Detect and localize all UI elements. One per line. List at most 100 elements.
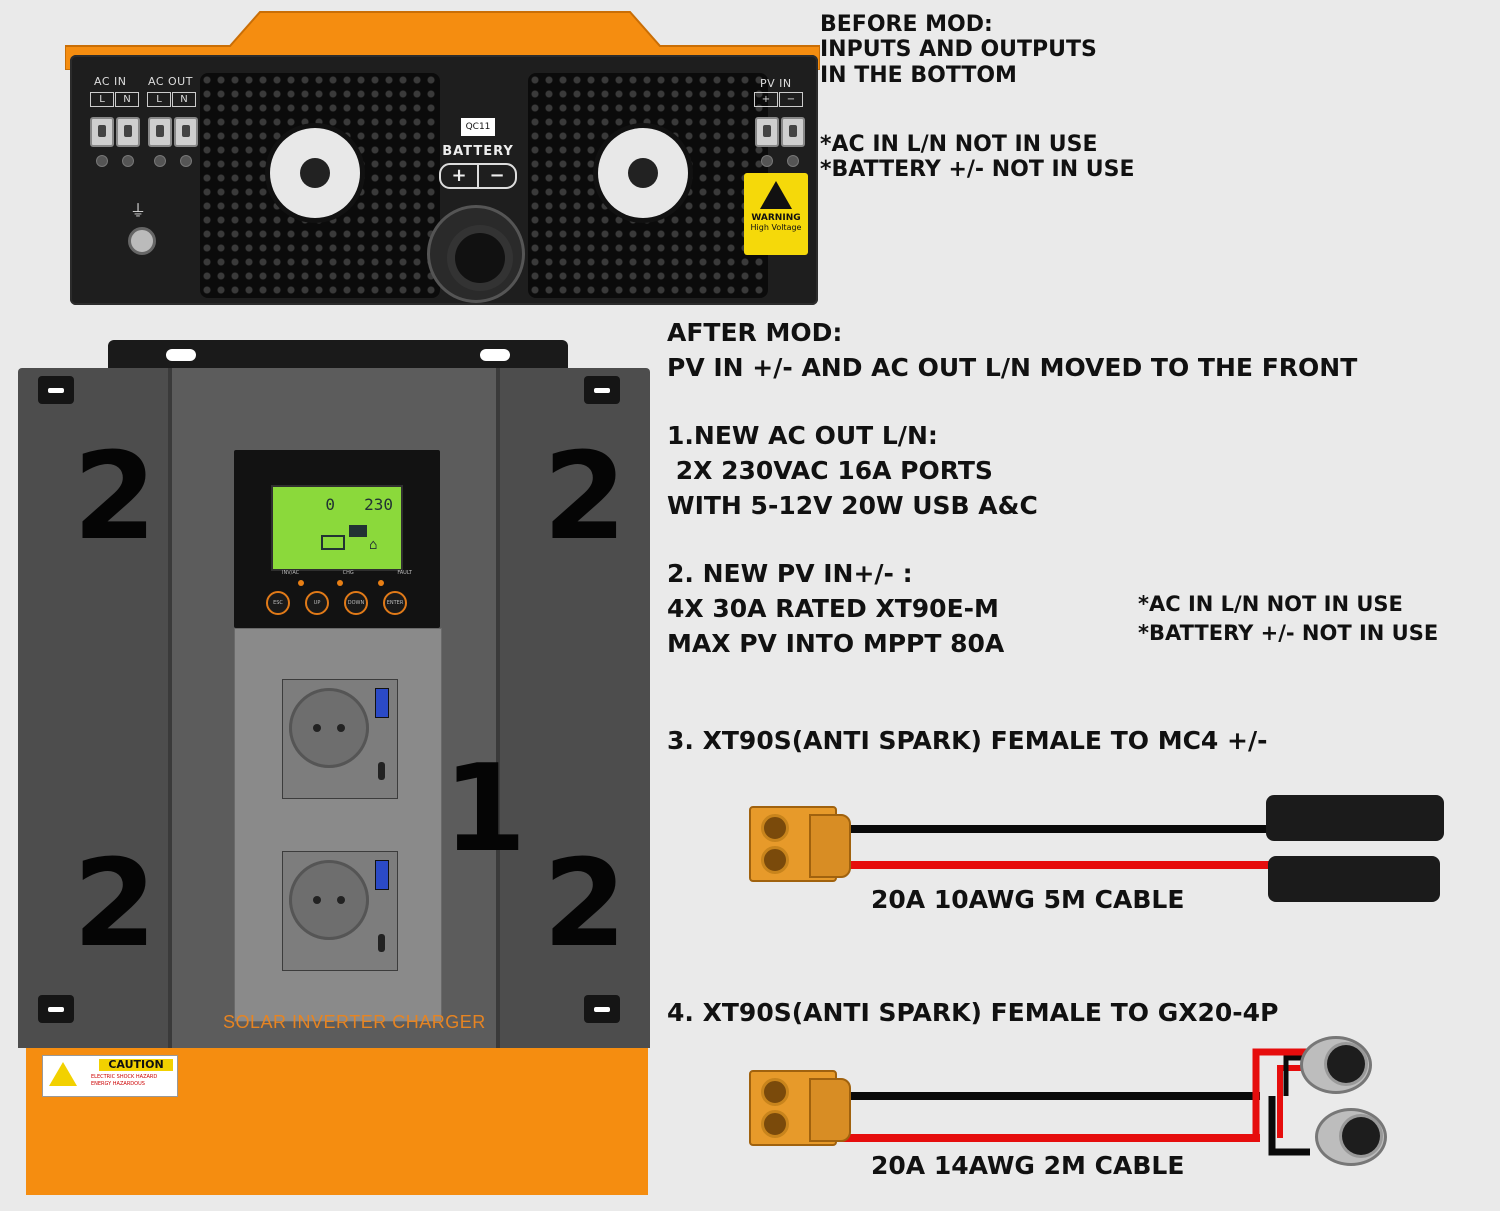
battery-plus-label: + (441, 165, 479, 187)
xt90s-female-connector (749, 806, 851, 882)
black-jumper (1283, 1055, 1306, 1096)
pv-minus-label: − (779, 92, 803, 107)
right-fan-grille (528, 73, 768, 298)
screw (122, 155, 134, 167)
enter-button[interactable]: ENTER (383, 591, 407, 615)
pv-plus-terminal (755, 117, 779, 147)
battery-cable-gland (427, 205, 525, 303)
ac-out-header: AC OUT (148, 75, 193, 88)
fan-hub (598, 128, 688, 218)
pv-in-header: PV IN (760, 77, 792, 90)
inverter-front-view: 2 2 2 2 1 0 230 ⌂ INV/AC CHG FAULT ESC U… (18, 340, 650, 1195)
lcd-input-value: 0 (325, 495, 335, 514)
indicator-fault: FAULT (397, 570, 412, 576)
warning-triangle-icon (760, 181, 792, 209)
ac-outlet-1 (282, 679, 398, 799)
ac-out-n-label: N (172, 92, 196, 107)
battery-minus-label: − (489, 165, 505, 186)
lcd-output-value: 230 (364, 495, 393, 514)
battery-tag: QC11 (461, 118, 495, 136)
connector-socket (761, 1110, 789, 1138)
caution-sticker: CAUTION ELECTRIC SHOCK HAZARD ENERGY HAZ… (42, 1055, 178, 1097)
battery-label: BATTERY (442, 144, 514, 159)
screw (96, 155, 108, 167)
gx20-connector-top (1300, 1036, 1372, 1094)
schuko-socket[interactable] (289, 860, 369, 940)
connector-body (809, 1078, 851, 1142)
chg-led (337, 580, 343, 586)
lcd-display: 0 230 ⌂ (271, 485, 403, 571)
usb-c-port[interactable] (378, 762, 385, 780)
red-wire (840, 861, 1280, 869)
socket-pin (313, 896, 321, 904)
xt90-port-bottom-right (584, 995, 620, 1023)
fan-hub (270, 128, 360, 218)
orange-base: CAUTION ELECTRIC SHOCK HAZARD ENERGY HAZ… (26, 1048, 648, 1195)
mounting-slot (166, 349, 196, 361)
lcd-solar-icon (349, 525, 367, 537)
lcd-battery-icon (321, 535, 345, 550)
screw (154, 155, 166, 167)
connector-socket (761, 814, 789, 842)
screw (787, 155, 799, 167)
fault-led (378, 580, 384, 586)
xt90-port-bottom-left (38, 995, 74, 1023)
ac-out-l-terminal (148, 117, 172, 147)
xt90-port-top-left (38, 376, 74, 404)
up-button[interactable]: UP (305, 591, 329, 615)
mc4-male-connector (1266, 795, 1444, 841)
down-button[interactable]: DOWN (344, 591, 368, 615)
connector-body (809, 814, 851, 878)
gx20-connector-bottom (1315, 1108, 1387, 1166)
battery-terminal-block: QC11 BATTERY + − (433, 118, 523, 193)
socket-pin (313, 724, 321, 732)
cable-4-spec: 20A 14AWG 2M CABLE (871, 1151, 1185, 1180)
warning-sticker: WARNING High Voltage (744, 173, 808, 255)
before-mod-heading: BEFORE MOD: INPUTS AND OUTPUTS IN THE BO… (820, 12, 1097, 88)
after-mod-notes: *AC IN L/N NOT IN USE *BATTERY +/- NOT I… (1138, 592, 1439, 645)
caution-triangle-icon (49, 1062, 77, 1086)
black-wire (840, 825, 1280, 833)
after-mod-heading: AFTER MOD: PV IN +/- AND AC OUT L/N MOVE… (667, 318, 1358, 382)
cable-3-spec: 20A 10AWG 5M CABLE (871, 885, 1185, 914)
pv-plus-label: + (754, 92, 778, 107)
ac-outlet-2 (282, 851, 398, 971)
caution-text: ELECTRIC SHOCK HAZARD ENERGY HAZARDOUS (91, 1074, 158, 1087)
panel-divider (496, 368, 500, 1048)
red-jumper (1252, 1048, 1310, 1138)
before-mod-notes: *AC IN L/N NOT IN USE *BATTERY +/- NOT I… (820, 132, 1135, 183)
left-side-panel (18, 368, 168, 1048)
caution-title: CAUTION (99, 1059, 173, 1071)
marker-2-bottom-left: 2 (73, 835, 157, 974)
item-4-heading: 4. XT90S(ANTI SPARK) FEMALE TO GX20-4P (667, 998, 1279, 1027)
marker-1: 1 (443, 740, 527, 879)
socket-pin (337, 724, 345, 732)
item-1-ac-out: 1.NEW AC OUT L/N: 2X 230VAC 16A PORTS WI… (667, 421, 1038, 520)
gx20-wiring (840, 1048, 1310, 1156)
ac-in-n-label: N (115, 92, 139, 107)
screw (761, 155, 773, 167)
screw (180, 155, 192, 167)
indicator-inv-ac: INV/AC (282, 570, 300, 576)
marker-2-top-right: 2 (543, 428, 627, 567)
socket-pin (337, 896, 345, 904)
marker-2-bottom-right: 2 (543, 835, 627, 974)
item-2-pv-in: 2. NEW PV IN+/- : 4X 30A RATED XT90E-M M… (667, 559, 1005, 658)
item-3-heading: 3. XT90S(ANTI SPARK) FEMALE TO MC4 +/- (667, 726, 1268, 755)
inv-led (298, 580, 304, 586)
panel-divider (168, 368, 172, 1048)
connector-socket (761, 846, 789, 874)
ac-in-header: AC IN (94, 75, 127, 88)
black-jumper (1268, 1096, 1310, 1156)
control-panel: 0 230 ⌂ INV/AC CHG FAULT ESC UP DOWN ENT… (234, 450, 440, 628)
usb-a-port[interactable] (375, 860, 389, 890)
esc-button[interactable]: ESC (266, 591, 290, 615)
ac-in-n-terminal (116, 117, 140, 147)
schuko-socket[interactable] (289, 688, 369, 768)
usb-c-port[interactable] (378, 934, 385, 952)
usb-a-port[interactable] (375, 688, 389, 718)
marker-2-top-left: 2 (73, 428, 157, 567)
pv-minus-terminal (781, 117, 805, 147)
mounting-slot (480, 349, 510, 361)
ac-in-l-label: L (90, 92, 114, 107)
